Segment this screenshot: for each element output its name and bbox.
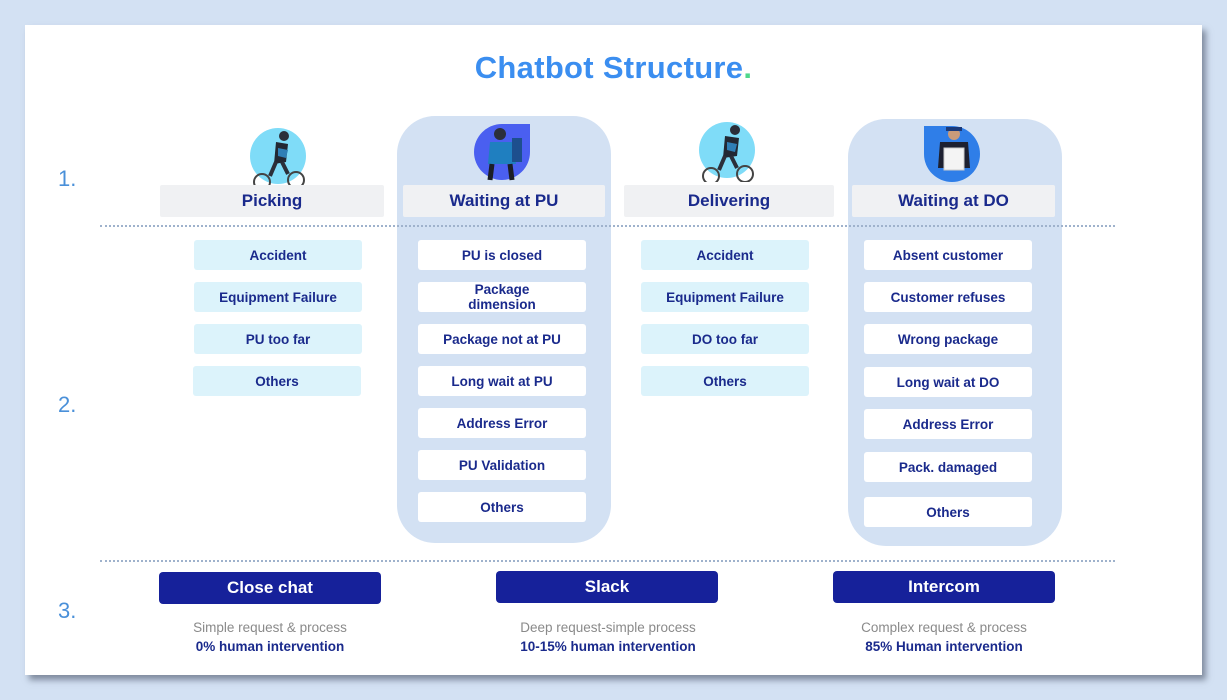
waiting-pu-item[interactable]: Package not at PU [418, 324, 586, 354]
picking-item[interactable]: Equipment Failure [194, 282, 362, 312]
intercom-request-type: Complex request & process [861, 620, 1027, 635]
slack-request-type: Deep request-simple process [520, 620, 696, 635]
header-delivering: Delivering [624, 185, 834, 217]
step-2-label: 2. [58, 392, 77, 417]
courier-on-bike-icon [699, 122, 755, 182]
waiting-pu-item[interactable]: Package dimension [418, 282, 586, 312]
delivering-item[interactable]: DO too far [641, 324, 809, 354]
divider-top [100, 225, 1115, 227]
picking-item[interactable]: PU too far [194, 324, 362, 354]
header-waiting-at-do: Waiting at DO [852, 185, 1055, 217]
courier-holding-package-icon [924, 126, 980, 182]
close-chat-request-type: Simple request & process [193, 620, 347, 635]
header-waiting-at-pu: Waiting at PU [403, 185, 605, 217]
waiting-pu-item[interactable]: Others [418, 492, 586, 522]
close-chat-button[interactable]: Close chat [159, 572, 381, 604]
waiting-pu-item[interactable]: PU is closed [418, 240, 586, 270]
waiting-do-item[interactable]: Wrong package [864, 324, 1032, 354]
picking-item[interactable]: Others [193, 366, 361, 396]
step-1-label: 1. [58, 166, 77, 191]
waiting-do-item[interactable]: Long wait at DO [864, 367, 1032, 397]
waiting-pu-item[interactable]: Address Error [418, 408, 586, 438]
delivering-item[interactable]: Accident [641, 240, 809, 270]
close-chat-intervention: 0% human intervention [195, 639, 345, 654]
waiting-do-item[interactable]: Others [864, 497, 1032, 527]
slack-description: Deep request-simple process 10-15% human… [478, 618, 738, 656]
title-text: Chatbot Structure [474, 50, 744, 85]
picking-item[interactable]: Accident [194, 240, 362, 270]
header-picking: Picking [160, 185, 384, 217]
page-title: Chatbot Structure. [0, 50, 1227, 86]
title-accent-dot: . [743, 50, 753, 85]
delivering-item[interactable]: Others [641, 366, 809, 396]
waiting-do-item[interactable]: Customer refuses [864, 282, 1032, 312]
intercom-button[interactable]: Intercom [833, 571, 1055, 603]
waiting-do-item[interactable]: Pack. damaged [864, 452, 1032, 482]
intercom-intervention: 85% Human intervention [865, 639, 1023, 654]
divider-bottom [100, 560, 1115, 562]
intercom-description: Complex request & process 85% Human inte… [814, 618, 1074, 656]
courier-on-bike-icon [250, 128, 306, 188]
step-3-label: 3. [58, 598, 77, 623]
waiting-pu-item[interactable]: PU Validation [418, 450, 586, 480]
delivering-item[interactable]: Equipment Failure [641, 282, 809, 312]
slack-intervention: 10-15% human intervention [520, 639, 696, 654]
waiting-pu-item[interactable]: Long wait at PU [418, 366, 586, 396]
slack-button[interactable]: Slack [496, 571, 718, 603]
courier-waiting-phone-icon [474, 124, 530, 181]
waiting-do-item[interactable]: Address Error [864, 409, 1032, 439]
close-chat-description: Simple request & process 0% human interv… [140, 618, 400, 656]
waiting-do-item[interactable]: Absent customer [864, 240, 1032, 270]
